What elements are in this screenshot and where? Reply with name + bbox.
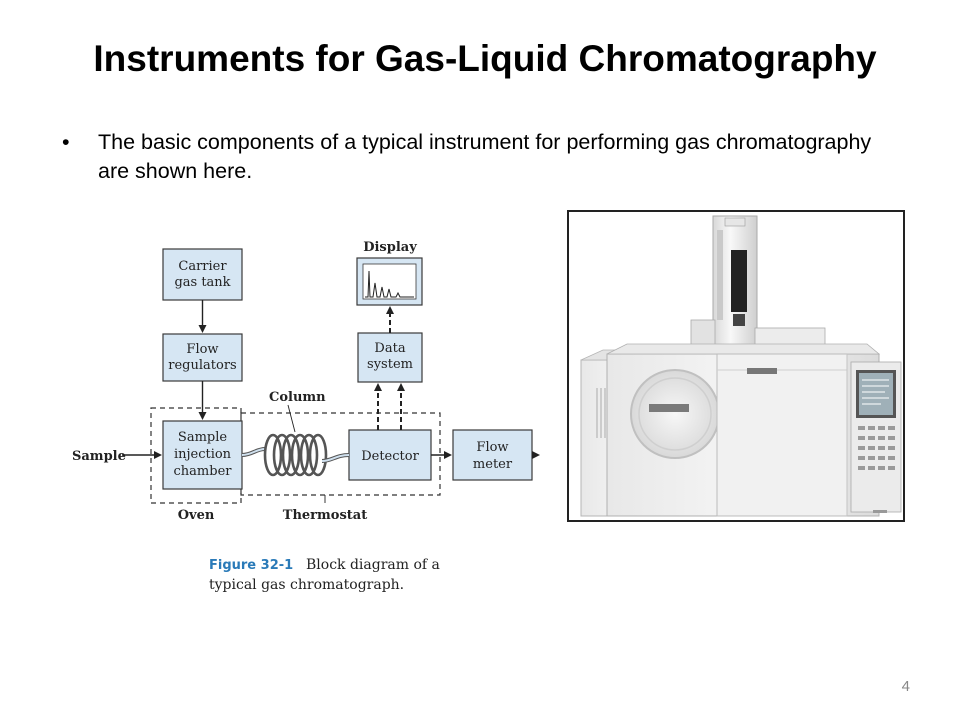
coiled-column-icon	[241, 433, 350, 477]
flow-meter-label-2: meter	[473, 457, 513, 472]
bullet-marker: •	[62, 130, 70, 154]
thermostat-label: Thermostat	[283, 508, 367, 523]
detector-label: Detector	[361, 449, 419, 464]
sample-injection-chamber-box: Sample injection chamber	[162, 420, 243, 490]
bullet-text: The basic components of a typical instru…	[98, 130, 872, 183]
flow-regulators-box: Flow regulators	[162, 333, 243, 382]
gas-chromatograph-photo	[567, 210, 905, 522]
sample-injection-label-2: injection	[174, 447, 232, 462]
detector-box: Detector	[348, 429, 432, 481]
figure-caption-line-2: typical gas chromatograph.	[209, 577, 404, 593]
bullet-item: • The basic components of a typical inst…	[60, 128, 880, 186]
sample-input-label: Sample	[72, 449, 126, 464]
page-number: 4	[901, 678, 910, 695]
carrier-gas-tank-box: Carrier gas tank	[162, 248, 243, 301]
figure-caption-line-1: Block diagram of a	[306, 557, 440, 573]
carrier-gas-tank-label-2: gas tank	[174, 275, 230, 290]
sample-injection-label-3: chamber	[174, 464, 233, 479]
flow-regulators-label-1: Flow	[186, 342, 218, 357]
data-system-label-1: Data	[374, 341, 405, 356]
thermostat-enclosure	[240, 412, 441, 496]
column-label: Column	[269, 390, 326, 405]
slide-title: Instruments for Gas-Liquid Chromatograph…	[93, 38, 877, 79]
column-pointer	[287, 404, 296, 433]
figure-caption-number: Figure 32-1	[209, 558, 293, 573]
flow-meter-label-1: Flow	[476, 440, 508, 455]
data-system-label-2: system	[367, 357, 413, 372]
chromatogram-display-icon	[356, 257, 423, 306]
flow-meter-box: Flow meter	[452, 429, 533, 481]
display-label: Display	[363, 240, 417, 255]
flow-regulators-label-2: regulators	[168, 358, 236, 373]
carrier-gas-tank-label-1: Carrier	[178, 259, 227, 274]
gc-block-diagram: Carrier gas tank Flow regulators Sample …	[72, 240, 540, 593]
sample-injection-label-1: Sample	[178, 430, 227, 445]
oven-label: Oven	[178, 508, 215, 523]
data-system-box: Data system	[357, 332, 423, 383]
